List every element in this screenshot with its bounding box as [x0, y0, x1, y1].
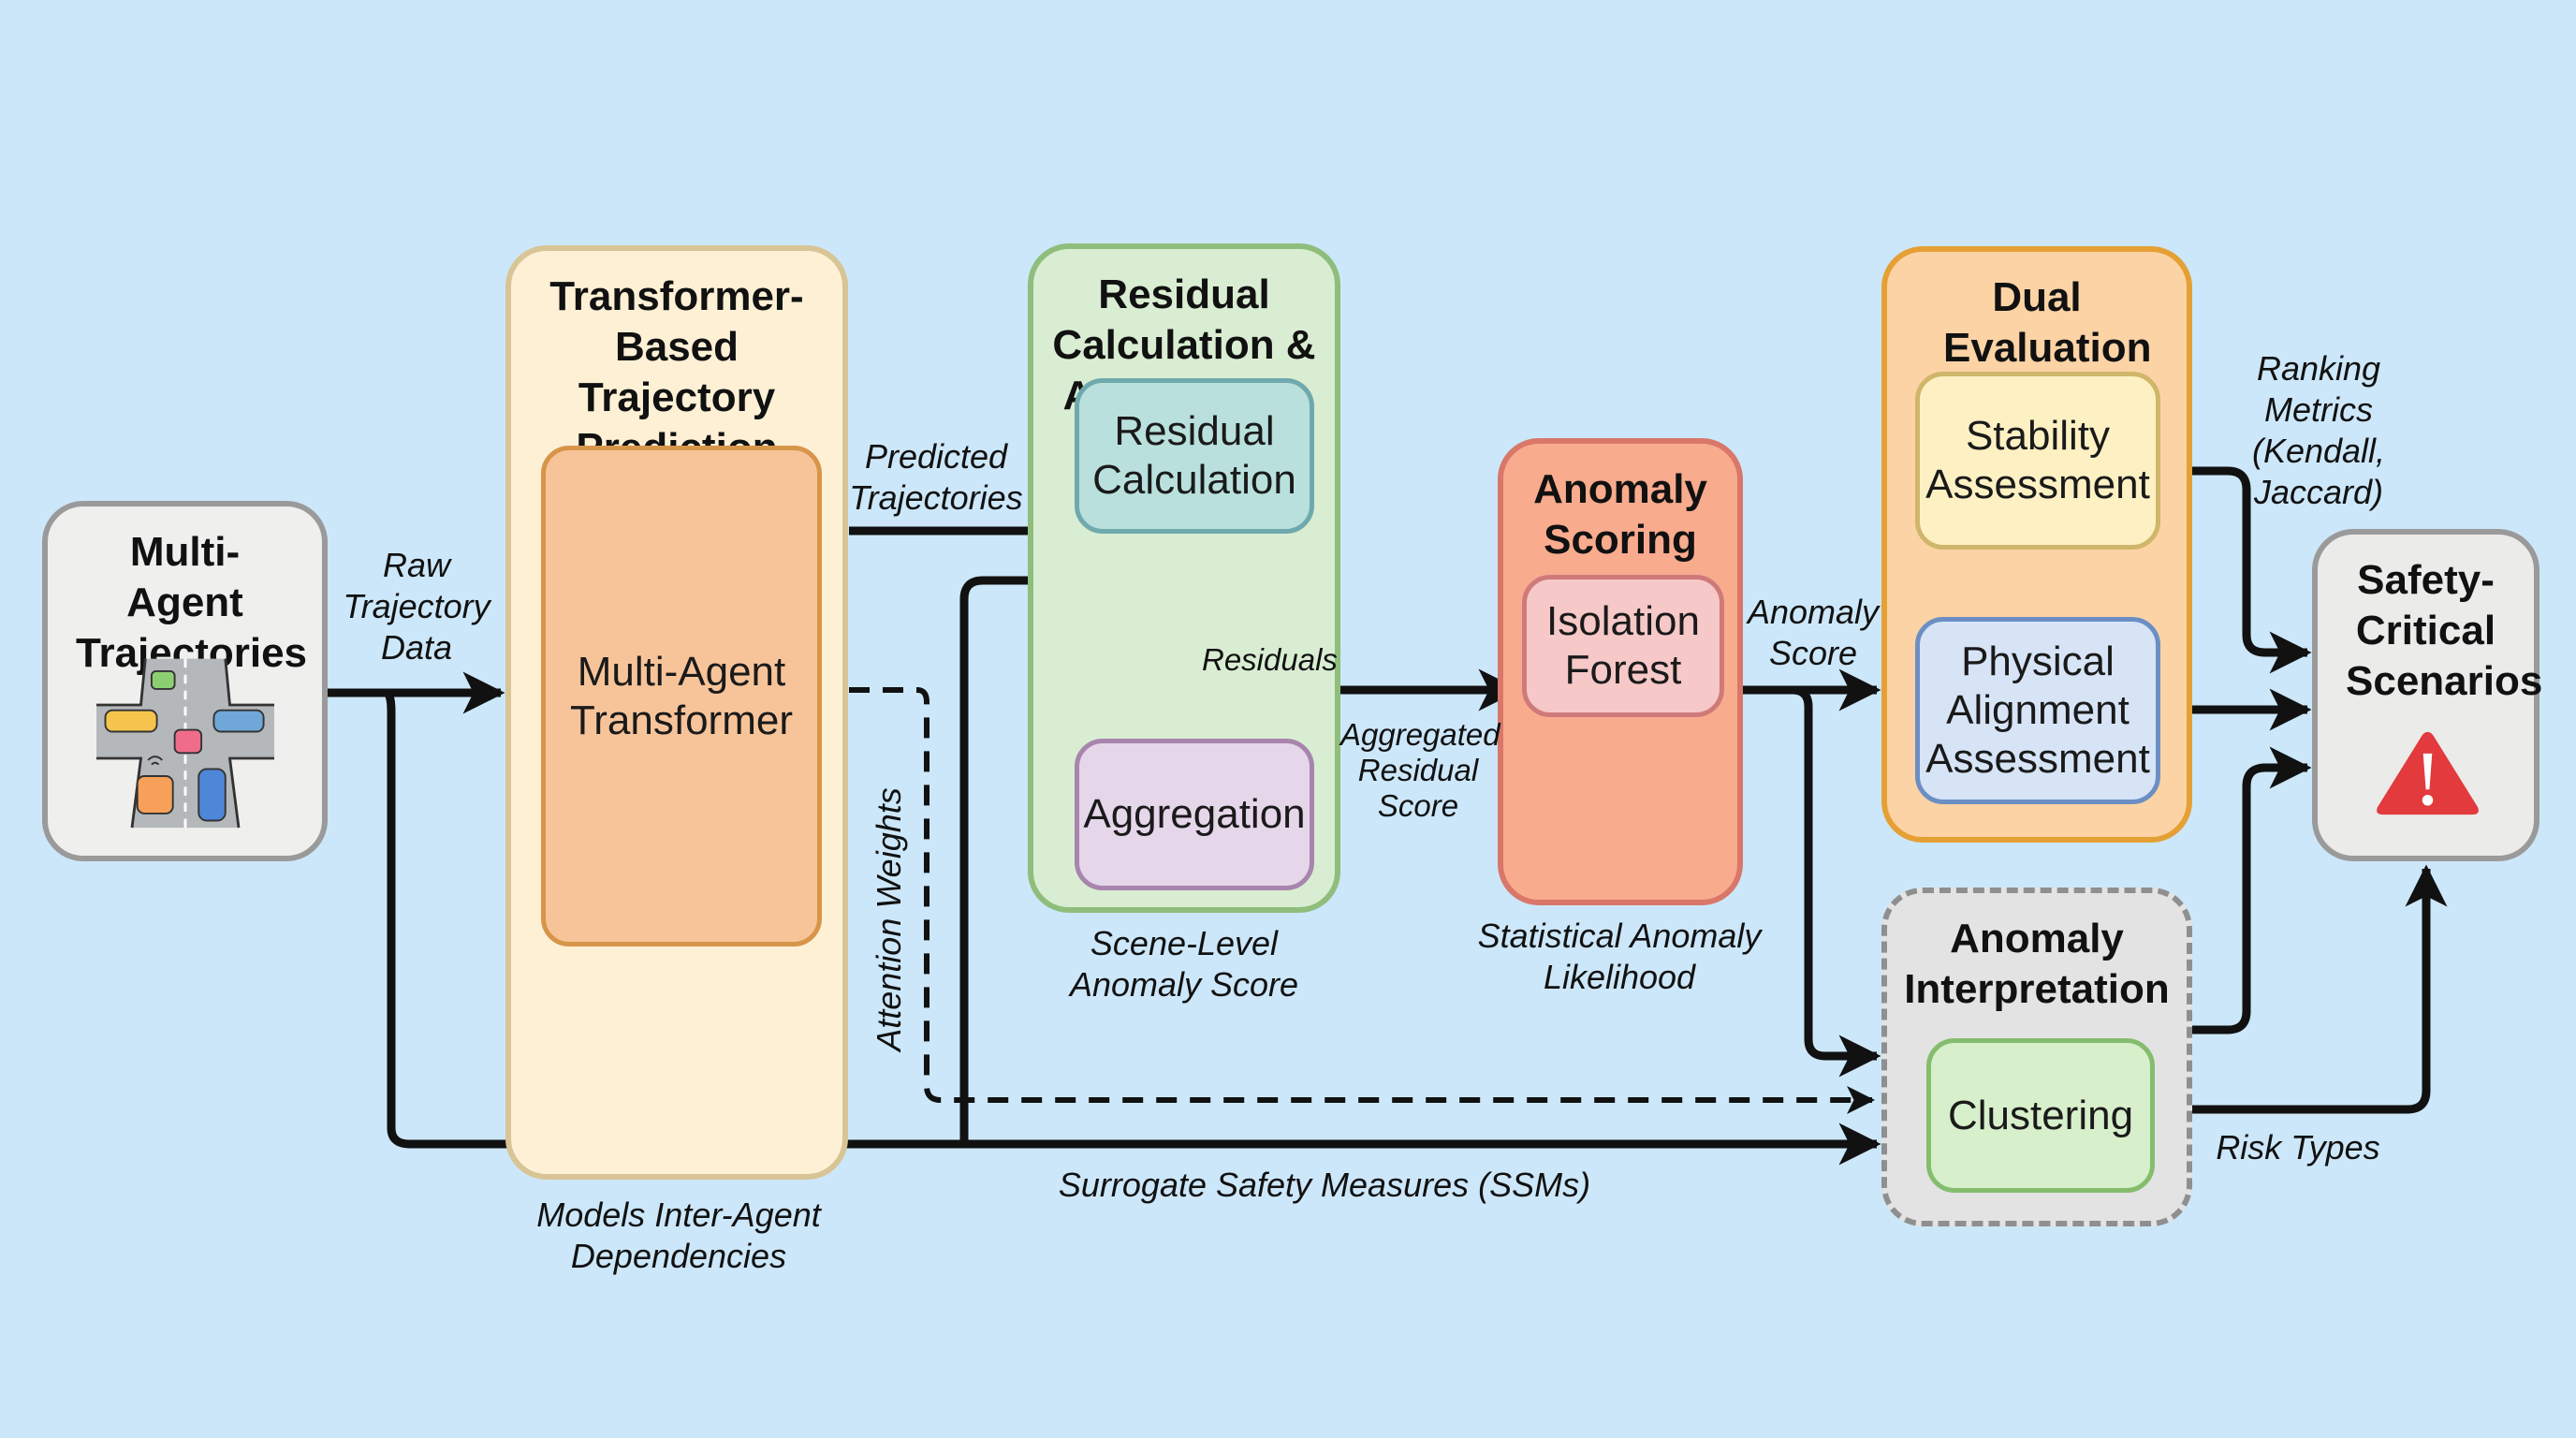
- label-predicted-trajectories: Predicted Trajectories: [849, 437, 1023, 517]
- warning-triangle-icon: [2377, 731, 2479, 815]
- block-label: Multi-Agent Transformer: [570, 648, 793, 743]
- node-anomaly-scoring[interactable]: Anomaly Scoring Isolation Forest: [1498, 438, 1743, 905]
- physical-alignment-block[interactable]: Physical Alignment Assessment: [1915, 617, 2160, 804]
- stability-assessment-block[interactable]: Stability Assessment: [1915, 372, 2160, 550]
- label-ssm: Surrogate Safety Measures (SSMs): [1058, 1166, 1591, 1204]
- label-raw-trajectory-data: Raw Trajectory Data: [343, 546, 490, 667]
- multi-agent-transformer-block[interactable]: Multi-Agent Transformer: [541, 446, 822, 946]
- caption-transformer: Models Inter-Agent Dependencies: [536, 1196, 821, 1275]
- edge-attention-weights: [849, 687, 1875, 1114]
- aggregation-block[interactable]: Aggregation: [1075, 739, 1314, 890]
- caption-scoring: Statistical Anomaly Likelihood: [1477, 917, 1762, 996]
- isolation-forest-block[interactable]: Isolation Forest: [1522, 575, 1724, 717]
- node-title: Multi-Agent Trajectories: [76, 529, 308, 676]
- caption-residual: Scene-Level Anomaly Score: [1069, 924, 1299, 1004]
- node-title: Anomaly Scoring: [1533, 466, 1707, 563]
- clustering-block[interactable]: Clustering: [1926, 1038, 2155, 1193]
- node-transformer-prediction[interactable]: Transformer-Based Trajectory Prediction …: [505, 245, 848, 1180]
- node-dual-evaluation[interactable]: Dual Evaluation Stability Assessment Phy…: [1881, 246, 2192, 843]
- node-title: Anomaly Interpretation: [1904, 916, 2170, 1012]
- edge-raw-to-ssm: [384, 688, 1881, 1166]
- edge-risk-to-output: [2150, 864, 2448, 1114]
- label-aggregated-residual-score: Aggregated Residual Score: [1340, 717, 1500, 823]
- node-safety-critical-scenarios[interactable]: Safety-Critical Scenarios: [2312, 529, 2543, 861]
- node-anomaly-interpretation[interactable]: Anomaly Interpretation Clustering: [1881, 888, 2192, 1226]
- label-attention-weights: Attention Weights: [870, 787, 908, 1051]
- node-title: Safety-Critical Scenarios: [2346, 557, 2543, 704]
- block-label: Physical Alignment Assessment: [1925, 638, 2150, 782]
- node-title: Dual Evaluation: [1943, 274, 2152, 371]
- edge-interpretation-to-output: [2192, 746, 2312, 1034]
- label-residuals: Residuals: [1202, 642, 1338, 677]
- block-label: Residual Calculation: [1092, 408, 1296, 503]
- edge-raw-to-residual: [959, 559, 1072, 1144]
- intersection-traffic-icon: [96, 658, 274, 829]
- edge-score-to-interpretation: [1792, 685, 1881, 1078]
- label-risk-types: Risk Types: [2216, 1128, 2380, 1167]
- label-ranking-metrics: Ranking Metrics (Kendall, Jaccard): [2251, 349, 2386, 511]
- residual-calculation-block[interactable]: Residual Calculation: [1075, 378, 1314, 534]
- node-residual-aggregation[interactable]: Residual Calculation & Aggregation Resid…: [1028, 243, 1340, 913]
- block-label: Stability Assessment: [1925, 413, 2150, 507]
- node-multi-agent-trajectories[interactable]: Multi-Agent Trajectories: [42, 501, 328, 861]
- block-label: Aggregation: [1083, 791, 1306, 837]
- block-label: Isolation Forest: [1546, 598, 1700, 693]
- edge-stability-to-output: [2159, 466, 2312, 674]
- node-title: Transformer-Based Trajectory Prediction: [549, 273, 804, 471]
- block-label: Clustering: [1947, 1092, 2134, 1138]
- label-anomaly-score: Anomaly Score: [1747, 593, 1880, 672]
